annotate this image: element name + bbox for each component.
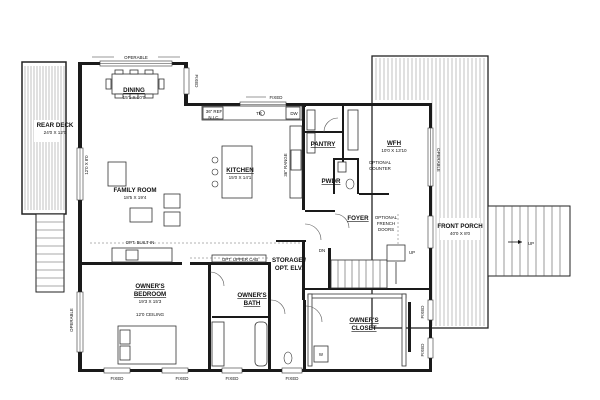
room-labels: REAR DECK 24'0 X 12'0 DINING 15'1 X 10'0… xyxy=(37,87,484,332)
fixed-bottom-1: FIXED xyxy=(111,376,124,381)
kitchen-label: KITCHEN xyxy=(226,167,254,174)
rear-deck-label: REAR DECK xyxy=(37,122,74,129)
front-porch-steps xyxy=(487,205,571,277)
closet-shelving xyxy=(307,293,407,367)
pwdr-label: PWDR xyxy=(322,178,341,185)
storage-label-2: OPT. ELV. xyxy=(275,265,303,272)
foyer-label: FOYER xyxy=(347,215,369,222)
opt-counter-label: OPTIONAL xyxy=(369,160,392,165)
upper-cab-label: OPT. UPPER CAB xyxy=(222,257,258,262)
fixed-right-1: FIXED xyxy=(420,306,425,319)
owners-bedroom-label: OWNER'S xyxy=(135,283,164,290)
front-porch-label: FRONT PORCH xyxy=(437,223,483,230)
wfh-desk xyxy=(347,109,359,151)
powder-room-fixtures xyxy=(337,161,355,190)
kitchen-dim: 15'0 X 14'1 xyxy=(229,175,252,180)
pantry-label: PANTRY xyxy=(311,141,337,148)
rear-deck-dim: 24'0 X 12'0 xyxy=(44,130,67,135)
door-swings xyxy=(209,117,350,323)
tr-label: TR xyxy=(256,111,262,116)
opt-french-label: OPTIONAL xyxy=(375,215,398,220)
window-openings xyxy=(76,60,434,374)
rear-deck-stair xyxy=(35,213,65,293)
fixed-top-mid-label: FIXED xyxy=(270,95,283,100)
range-label: 36" RANGE xyxy=(283,153,288,176)
kitchen-island xyxy=(211,145,253,199)
kitchen-counter-top xyxy=(201,105,303,121)
builtin-label: OPT. BUILT-IN xyxy=(126,240,155,245)
family-room-dim: 18'5 X 19'4 xyxy=(124,195,147,200)
stair-main xyxy=(330,244,406,289)
wfh-label: WFH xyxy=(387,140,402,147)
up-porch-label: UP xyxy=(528,241,534,246)
fixed-top-right-label: FIXED xyxy=(194,75,199,88)
rear-deck-area xyxy=(21,61,67,215)
dw-label: DW xyxy=(290,111,298,116)
dining-table xyxy=(105,69,165,99)
dn-label: DN xyxy=(319,248,325,253)
owners-bath-label-2: BATH xyxy=(244,300,261,307)
fixed-right-2: FIXED xyxy=(420,344,425,357)
pantry-shelves xyxy=(306,109,316,154)
dashed-guides xyxy=(90,214,399,259)
fixed-bottom-3: FIXED xyxy=(226,376,239,381)
owners-bath-label: OWNER'S xyxy=(237,292,266,299)
family-room-label: FAMILY ROOM xyxy=(114,187,157,194)
owners-closet-label-2: CLOSET xyxy=(351,325,376,332)
storage-label: STORAGE / xyxy=(272,257,306,264)
opt-french-label-3: DOORS xyxy=(378,227,394,232)
fixed-bottom-4: FIXED xyxy=(286,376,299,381)
up-stair-label: UP xyxy=(409,250,415,255)
operable-left-label: OPERABLE xyxy=(69,308,74,332)
range-counter xyxy=(289,125,303,199)
dining-dim: 15'1 X 10'0 xyxy=(123,95,146,100)
opt-counter-label-2: COUNTER xyxy=(369,166,391,171)
bath-fixtures xyxy=(211,321,293,367)
fireplace-builtin xyxy=(111,247,173,263)
opt-french-label-2: FRENCH xyxy=(377,221,395,226)
owners-bedroom-label-2: BEDROOM xyxy=(134,291,166,298)
owners-bedroom-dim: 19'3 X 15'3 xyxy=(139,299,162,304)
fixed-bottom-2: FIXED xyxy=(176,376,189,381)
wfh-dim: 10'0 X 13'10 xyxy=(381,148,407,153)
porch-opening-label: 12'0 X 8'0 xyxy=(84,155,89,175)
bedroom-bed xyxy=(117,325,177,365)
owners-bedroom-ceiling: 12'0 CEILING xyxy=(136,312,165,317)
nic-label: N.I.C. xyxy=(208,115,219,120)
operable-right-label: OPERABLE xyxy=(436,148,441,172)
opt-upper-cab xyxy=(211,254,267,263)
front-porch-dim: 40'0 X 8'0 xyxy=(450,231,471,236)
family-room-furniture xyxy=(107,161,181,227)
ref-label: 36" REF xyxy=(206,109,223,114)
annotation-labels: OPERABLE FIXED FIXED 36" REF N.I.C. TR D… xyxy=(69,55,534,381)
operable-top-label: OPERABLE xyxy=(124,55,148,60)
dining-label: DINING xyxy=(123,87,145,94)
washer-label: W xyxy=(319,352,324,357)
owners-closet-label: OWNER'S xyxy=(349,317,378,324)
